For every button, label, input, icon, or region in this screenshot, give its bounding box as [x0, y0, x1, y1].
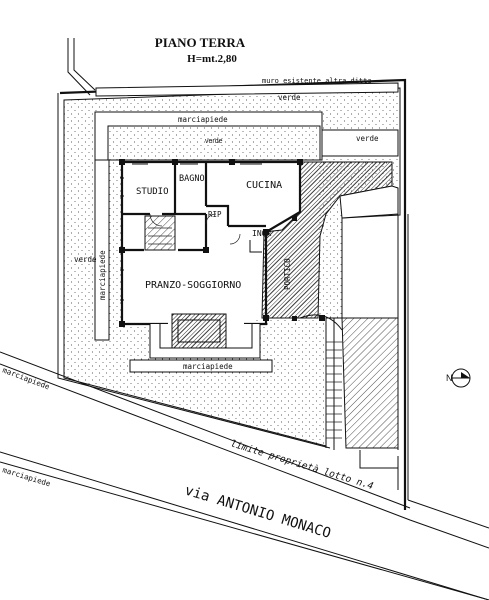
right-kerb [359, 450, 399, 490]
room-ingr: INGR [252, 229, 271, 238]
verde-inner-label: verde [205, 138, 223, 145]
right-edge-lines [397, 214, 409, 500]
road-line-5 [407, 499, 489, 529]
plan-height: H=mt.2,80 [187, 53, 237, 65]
driveway-ramp [341, 317, 399, 449]
marciapiede-left-label: marciapiede [98, 250, 107, 300]
wall-ingr-left [249, 240, 262, 253]
marciapiede-road-label-1: marciapiede [1, 365, 51, 391]
north-label: N [446, 373, 453, 383]
verde-left-label: verde [74, 255, 97, 264]
existing-wall-band [95, 82, 399, 97]
verde-inner-strip [107, 125, 321, 161]
marciapiede-band-bottom [129, 359, 273, 373]
verde-top-label: verde [278, 93, 301, 102]
room-bagno: BAGNO [179, 174, 205, 184]
marciapiede-bottom-label: marciapiede [183, 362, 233, 371]
plan-title: PIANO TERRA [155, 35, 246, 50]
existing-wall-label: muro esistente altra ditta [262, 77, 372, 85]
verde-right-label: verde [356, 134, 379, 143]
right-lawn-clear [321, 129, 399, 157]
marciapiede-road-label-2: marciapiede [1, 465, 52, 488]
entry-curve [299, 314, 343, 331]
portico-hatch [261, 161, 393, 319]
front-planter-inner [177, 319, 221, 343]
north-arrow-icon [451, 368, 471, 388]
room-rip: RIP [208, 210, 222, 219]
room-studio: STUDIO [136, 187, 169, 197]
front-planter [171, 313, 227, 349]
right-garden-notch [339, 185, 399, 219]
door-swings [149, 213, 241, 245]
stairs-arrow [148, 227, 172, 245]
pillars [119, 159, 325, 327]
stairs [144, 215, 176, 251]
road-line-3 [0, 451, 489, 600]
marciapiede-band-left [94, 159, 110, 341]
windows [120, 159, 262, 301]
road-line-2 [0, 363, 489, 549]
road-line-1 [0, 351, 411, 509]
wall-rip [204, 204, 230, 250]
road-line-4 [0, 461, 489, 600]
room-portico: PORTICO [283, 258, 292, 290]
street-name: via ANTONIO MONACO [183, 483, 333, 542]
lot-boundary-left [57, 93, 331, 449]
boundary-wall-corner [67, 38, 96, 96]
driveway-steps [326, 341, 342, 439]
driveway-border [325, 318, 335, 450]
marciapiede-top-label: marciapiede [178, 115, 228, 124]
room-pranzo-soggiorno: PRANZO-SOGGIORNO [145, 280, 241, 291]
room-cucina: CUCINA [246, 180, 282, 191]
